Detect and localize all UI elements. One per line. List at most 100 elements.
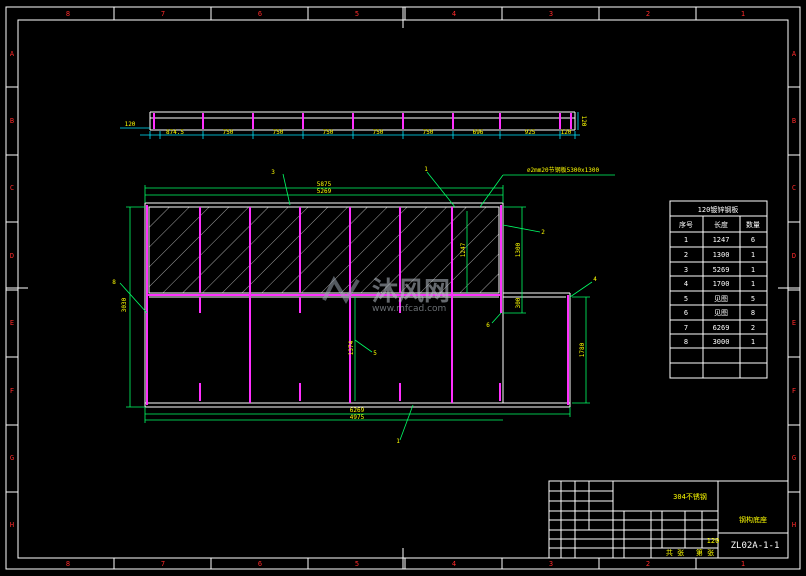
zone-col-top: 1: [741, 10, 745, 18]
zone-col-top: 6: [258, 10, 262, 18]
table-title: 120镀锌钢板: [698, 205, 739, 214]
material-table: 120镀锌钢板 序号 长度 数量 1 1 2 4 7 6 2 1300 1 3 526…: [669, 200, 768, 379]
zone-row-right: H: [792, 521, 796, 529]
dim-span: 696: [473, 129, 484, 136]
dim-right-lower: 1780: [579, 342, 586, 357]
table-cell: 3: [684, 266, 688, 274]
table-cell: 1700: [713, 280, 730, 288]
zone-col-bottom: 8: [66, 560, 70, 568]
callout: 1: [424, 166, 428, 173]
zone-col-bottom: 7: [161, 560, 165, 568]
table-cell: 4: [684, 280, 688, 288]
title-sheet-left: 共 张: [666, 548, 684, 557]
table-cell: 见图: [714, 309, 728, 317]
dim-inner-bottom: 6269: [350, 407, 365, 414]
zone-row-right: E: [792, 319, 796, 327]
zone-col-top: 2: [646, 10, 650, 18]
plan-view: ⌀2mm20节钢板5300x1300 5875 5269 6269 4975 3…: [112, 166, 615, 445]
dim-height: 120: [580, 116, 587, 127]
zone-row-left: E: [10, 319, 14, 327]
table-cell: 1300: [713, 251, 730, 259]
table-cell: 5: [751, 295, 755, 303]
table-cell: 6269: [713, 324, 730, 332]
zone-row-right: A: [792, 50, 797, 58]
table-cell: 8: [684, 338, 688, 346]
zone-col-top: 4: [452, 10, 456, 18]
title-scale: 120: [707, 537, 720, 545]
zone-row-right: D: [792, 252, 796, 260]
watermark-url: www.mfcad.com: [372, 304, 446, 314]
zone-col-bottom: 2: [646, 560, 650, 568]
title-name: 钢构底座: [739, 515, 767, 524]
zone-labels: 8 7 6 5 4 3 2 1 8 7 6 5 4 3 2 1 A B C D …: [10, 10, 797, 568]
table-header: 序号: [679, 220, 693, 229]
zone-row-right: B: [792, 117, 796, 125]
zone-col-top: 5: [355, 10, 359, 18]
table-cell: 1: [751, 338, 755, 346]
plan-note: ⌀2mm20节钢板5300x1300: [527, 166, 600, 174]
callout: 3: [271, 169, 275, 176]
dim-span: 750: [373, 129, 384, 136]
dim-left-height: 3030: [121, 297, 128, 312]
dim-right-upper: 1300: [515, 242, 522, 257]
watermark-logo: [322, 275, 360, 304]
dim-span: 925: [525, 129, 536, 136]
table-cell: 8: [751, 309, 755, 317]
zone-col-bottom: 3: [549, 560, 553, 568]
dim-left-end: 120: [125, 121, 136, 128]
zone-row-right: G: [792, 454, 796, 462]
table-cell: 1: [751, 280, 755, 288]
table-cell: 见图: [714, 295, 728, 303]
dim-span: 750: [273, 129, 284, 136]
zone-row-left: C: [10, 184, 14, 192]
zone-col-bottom: 4: [452, 560, 456, 568]
dim-inner-grating: 1247: [460, 242, 467, 257]
table-cell: 5269: [713, 266, 730, 274]
dim-right-end: 120: [561, 129, 572, 136]
table-cell: 1: [751, 251, 755, 259]
callout: 6: [486, 322, 490, 329]
zone-row-left: B: [10, 117, 14, 125]
dim-span: 750: [423, 129, 434, 136]
callout: 1: [396, 438, 400, 445]
title-material: 304不锈钢: [673, 492, 707, 501]
table-cell: 2: [684, 251, 688, 259]
zone-col-bottom: 5: [355, 560, 359, 568]
zone-row-left: D: [10, 252, 14, 260]
table-header: 长度: [714, 220, 728, 229]
zone-row-left: H: [10, 521, 14, 529]
zone-col-bottom: 6: [258, 560, 262, 568]
table-cell: 5: [684, 295, 688, 303]
zone-col-bottom: 1: [741, 560, 745, 568]
dim-inner-top: 5269: [317, 188, 332, 195]
dim-right-offset: 300: [515, 297, 522, 308]
table-cell: 1: [751, 266, 755, 274]
zone-row-left: G: [10, 454, 14, 462]
dim-span: 750: [323, 129, 334, 136]
table-header: 数量: [746, 220, 760, 229]
callout: 4: [593, 276, 597, 283]
table-cell: 2: [751, 324, 755, 332]
zone-row-right: F: [792, 387, 796, 395]
table-cell: 6: [684, 309, 688, 317]
table-cell: 7: [684, 324, 688, 332]
grating-hatch: [149, 207, 499, 293]
dim-span: 750: [223, 129, 234, 136]
title-sheet-right: 第 张: [696, 548, 714, 557]
table-cell: 3000: [713, 338, 730, 346]
zone-col-top: 8: [66, 10, 70, 18]
dim-inner-lower: 1374: [348, 340, 355, 355]
zone-row-left: F: [10, 387, 14, 395]
dim-overall-bottom: 4975: [350, 414, 365, 421]
table-cell: 6: [751, 236, 755, 244]
top-view: 120 874.5 750 750 750 750 750 696 925 12…: [120, 111, 587, 139]
callout: 5: [373, 350, 377, 357]
watermark: 沐风网 www.mfcad.com: [322, 275, 450, 314]
dim-span: 874.5: [166, 129, 184, 136]
zone-col-top: 3: [549, 10, 553, 18]
watermark-brand: 沐风网: [372, 277, 450, 307]
table-cell: 1: [684, 236, 688, 244]
zone-row-left: A: [10, 50, 15, 58]
dim-overall-top: 5875: [317, 181, 332, 188]
